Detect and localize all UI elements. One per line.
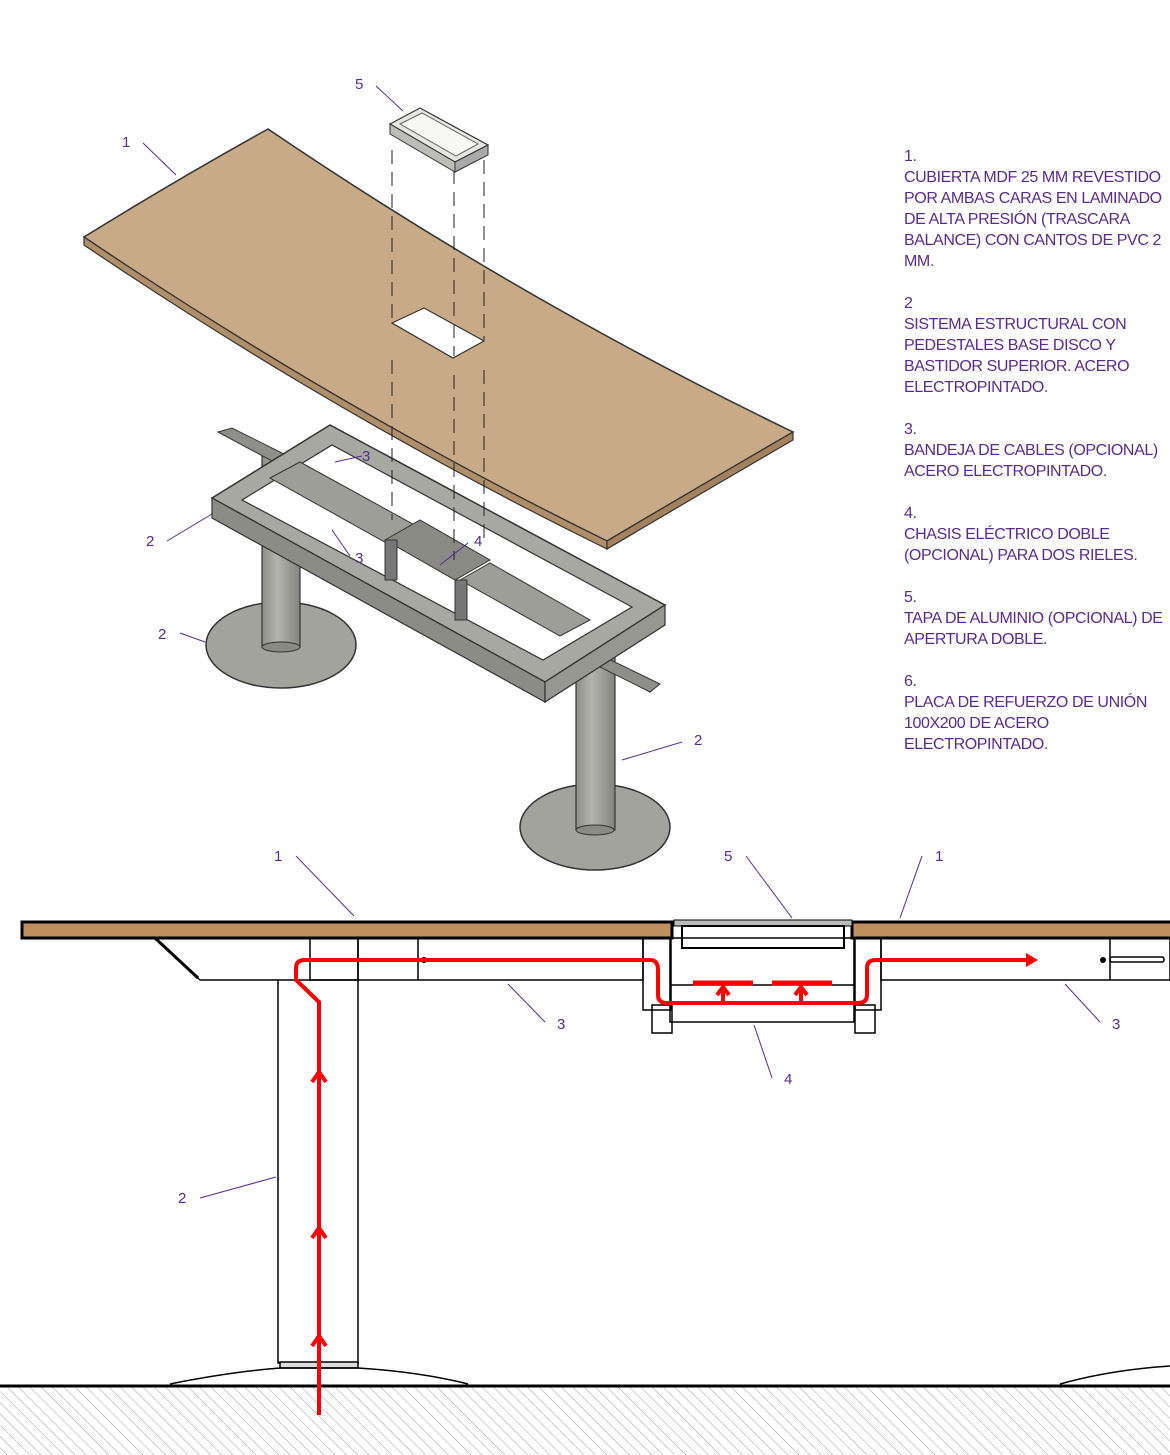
right-pedestal [519, 649, 671, 871]
section-label-3a: 3 [557, 1016, 565, 1033]
note-text: CUBIERTA MDF 25 MM REVESTIDO POR AMBAS C… [904, 169, 1162, 270]
structural-frame [210, 424, 667, 704]
iso-leaders [142, 85, 683, 761]
note-number: 3. [904, 421, 917, 438]
iso-label-5: 5 [355, 76, 363, 93]
note-number: 5. [904, 589, 917, 606]
note-number: 1. [904, 148, 917, 165]
note-text: CHASIS ELÉCTRICO DOBLE (OPCIONAL) PARA D… [904, 526, 1138, 564]
electrical-chassis [383, 519, 492, 581]
section-leaders [199, 855, 1101, 1199]
section-view: 1 5 1 3 3 4 2 [0, 848, 1170, 1455]
note-text: TAPA DE ALUMINIO (OPCIONAL) DE APERTURA … [904, 610, 1163, 648]
note-5: 5. TAPA DE ALUMINIO (OPCIONAL) DE APERTUR… [904, 587, 1166, 650]
tabletop-section-left [20, 920, 674, 940]
tabletop-section-right [850, 920, 1170, 940]
tabletop [82, 128, 795, 551]
iso-label-2a: 2 [146, 533, 154, 550]
assembly-guides [391, 150, 485, 560]
cable-route [294, 953, 1038, 1415]
section-label-2: 2 [178, 1190, 186, 1207]
frame-section [153, 936, 1170, 1385]
note-number: 4. [904, 505, 917, 522]
iso-label-3a: 3 [362, 448, 370, 465]
note-text: SISTEMA ESTRUCTURAL CON PEDESTALES BASE … [904, 316, 1130, 396]
iso-label-2b: 2 [158, 626, 166, 643]
note-6: 6. PLACA DE REFUERZO DE UNIÓN 100X200 DE … [904, 671, 1166, 755]
aluminum-lid [388, 107, 490, 173]
note-4: 4. CHASIS ELÉCTRICO DOBLE (OPCIONAL) PARA… [904, 503, 1166, 566]
note-number: 2 [904, 295, 913, 312]
section-label-5: 5 [724, 848, 732, 865]
section-label-1b: 1 [935, 848, 943, 865]
specification-notes: 1. CUBIERTA MDF 25 MM REVESTIDO POR AMBAS… [904, 146, 1166, 776]
floor-hatch [0, 1387, 1170, 1455]
section-label-3b: 3 [1112, 1016, 1120, 1033]
note-1: 1. CUBIERTA MDF 25 MM REVESTIDO POR AMBAS… [904, 146, 1166, 272]
section-label-1a: 1 [274, 848, 282, 865]
iso-label-3b: 3 [355, 550, 363, 567]
note-text: BANDEJA DE CABLES (OPCIONAL) ACERO ELECT… [904, 442, 1158, 480]
section-label-4: 4 [784, 1071, 792, 1088]
iso-label-2c: 2 [694, 732, 702, 749]
grommet-hole [390, 307, 486, 359]
iso-label-1: 1 [122, 134, 130, 151]
note-3: 3. BANDEJA DE CABLES (OPCIONAL) ACERO ELE… [904, 419, 1166, 482]
isometric-view: 1 5 3 3 4 2 2 2 [82, 76, 795, 871]
cable-tray [458, 562, 592, 637]
note-text: PLACA DE REFUERZO DE UNIÓN 100X200 DE AC… [904, 694, 1147, 753]
iso-label-4: 4 [474, 533, 482, 550]
note-number: 6. [904, 673, 917, 690]
